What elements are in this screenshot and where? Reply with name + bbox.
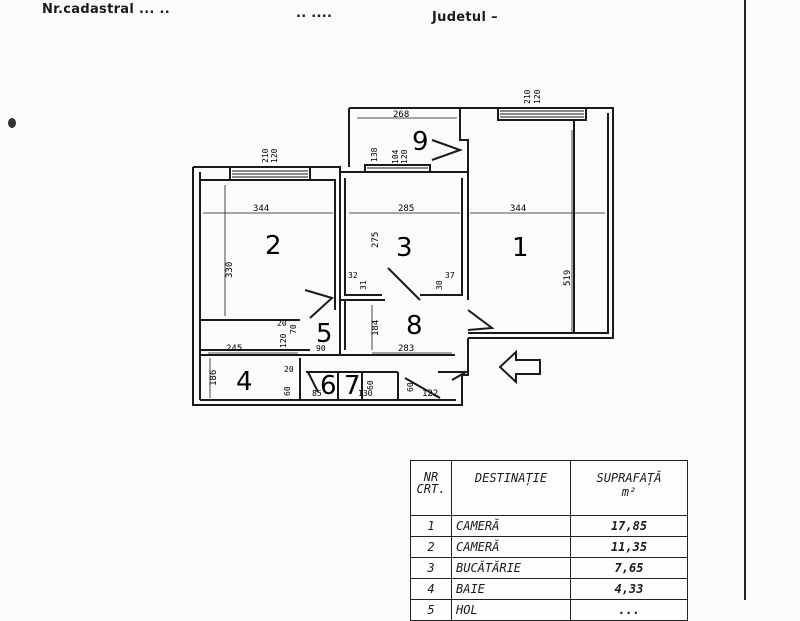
page-border-line xyxy=(744,0,746,600)
table-row: 3 BUCĂTĂRIE 7,65 xyxy=(410,557,688,579)
row-destination: BAIE xyxy=(451,578,571,600)
dim-label: 122 xyxy=(422,389,438,399)
row-nr: 5 xyxy=(410,599,452,621)
table-row: 1 CAMERĂ 17,85 xyxy=(410,515,688,537)
dim-label: 519 xyxy=(563,270,573,286)
dim-label: 210 xyxy=(523,89,532,104)
row-nr: 1 xyxy=(410,515,452,537)
row-destination: CAMERĂ xyxy=(451,536,571,558)
row-destination: BUCĂTĂRIE xyxy=(451,557,571,579)
dim-label: 120 xyxy=(400,149,409,164)
room-number-7: 7 xyxy=(344,371,361,401)
room-number-6: 6 xyxy=(320,371,337,401)
header-dots: .. .... xyxy=(296,6,333,21)
dim-label: 104 xyxy=(391,149,400,164)
table-row: 2 CAMERĂ 11,35 xyxy=(410,536,688,558)
room-number-8: 8 xyxy=(406,311,423,341)
dim-label: 20 xyxy=(284,365,294,374)
dim-label: 344 xyxy=(510,204,526,214)
room-number-2: 2 xyxy=(265,231,282,261)
room-number-1: 1 xyxy=(512,233,529,263)
punch-hole-mark xyxy=(8,118,16,128)
dim-label: 32 xyxy=(348,271,358,280)
entrance-arrow-icon xyxy=(498,349,541,385)
room-number-5: 5 xyxy=(316,319,333,349)
room-number-9: 9 xyxy=(412,127,429,157)
dim-label: 138 xyxy=(370,147,379,162)
window-marks xyxy=(232,110,584,178)
dimension-lines xyxy=(203,117,605,398)
dim-label: 31 xyxy=(359,280,368,290)
dim-label: 330 xyxy=(225,262,235,278)
dim-label: 60 xyxy=(283,386,292,396)
dim-label: 268 xyxy=(393,110,409,120)
dim-label: 130 xyxy=(358,389,373,398)
dim-label: 344 xyxy=(253,204,269,214)
dim-label: 184 xyxy=(371,320,381,336)
room-number-4: 4 xyxy=(236,367,253,397)
row-nr: 2 xyxy=(410,536,452,558)
row-destination: CAMERĂ xyxy=(451,515,571,537)
row-destination: HOL xyxy=(451,599,571,621)
row-nr: 3 xyxy=(410,557,452,579)
dim-label: 20 xyxy=(277,319,287,328)
table-row: 5 HOL ... xyxy=(410,599,688,621)
row-area: 4,33 xyxy=(570,578,688,600)
dim-label: 120 xyxy=(533,89,542,104)
county-label: Judetul – xyxy=(432,10,498,25)
dim-label: 85 xyxy=(312,389,322,398)
row-area: 11,35 xyxy=(570,536,688,558)
dim-label: 30 xyxy=(435,280,444,290)
table-header-destination: DESTINAȚIE xyxy=(451,460,571,516)
dim-label: 60 xyxy=(406,382,415,392)
dim-label: 90 xyxy=(316,344,326,353)
dim-label: 37 xyxy=(445,271,455,280)
dim-label: 283 xyxy=(398,344,414,354)
row-area: 17,85 xyxy=(570,515,688,537)
dim-label: 186 xyxy=(209,370,219,386)
dim-label: 210 xyxy=(261,148,270,163)
row-nr: 4 xyxy=(410,578,452,600)
cadastral-number-label: Nr.cadastral ... .. xyxy=(42,2,170,17)
row-area: 7,65 xyxy=(570,557,688,579)
dim-label: 60 xyxy=(366,380,375,390)
dim-label: 275 xyxy=(371,232,381,248)
dim-label: 120 xyxy=(279,333,288,348)
table-row: 4 BAIE 4,33 xyxy=(410,578,688,600)
walls xyxy=(192,107,614,406)
dim-label: 120 xyxy=(270,148,279,163)
dim-label: 70 xyxy=(289,324,298,334)
room-number-3: 3 xyxy=(396,233,413,263)
dim-label: 285 xyxy=(398,204,414,214)
floor-plan: 1 2 3 4 5 6 7 8 9 268 210 120 210 120 13… xyxy=(192,89,614,406)
row-area: ... xyxy=(570,599,688,621)
dim-label: 245 xyxy=(226,344,242,354)
